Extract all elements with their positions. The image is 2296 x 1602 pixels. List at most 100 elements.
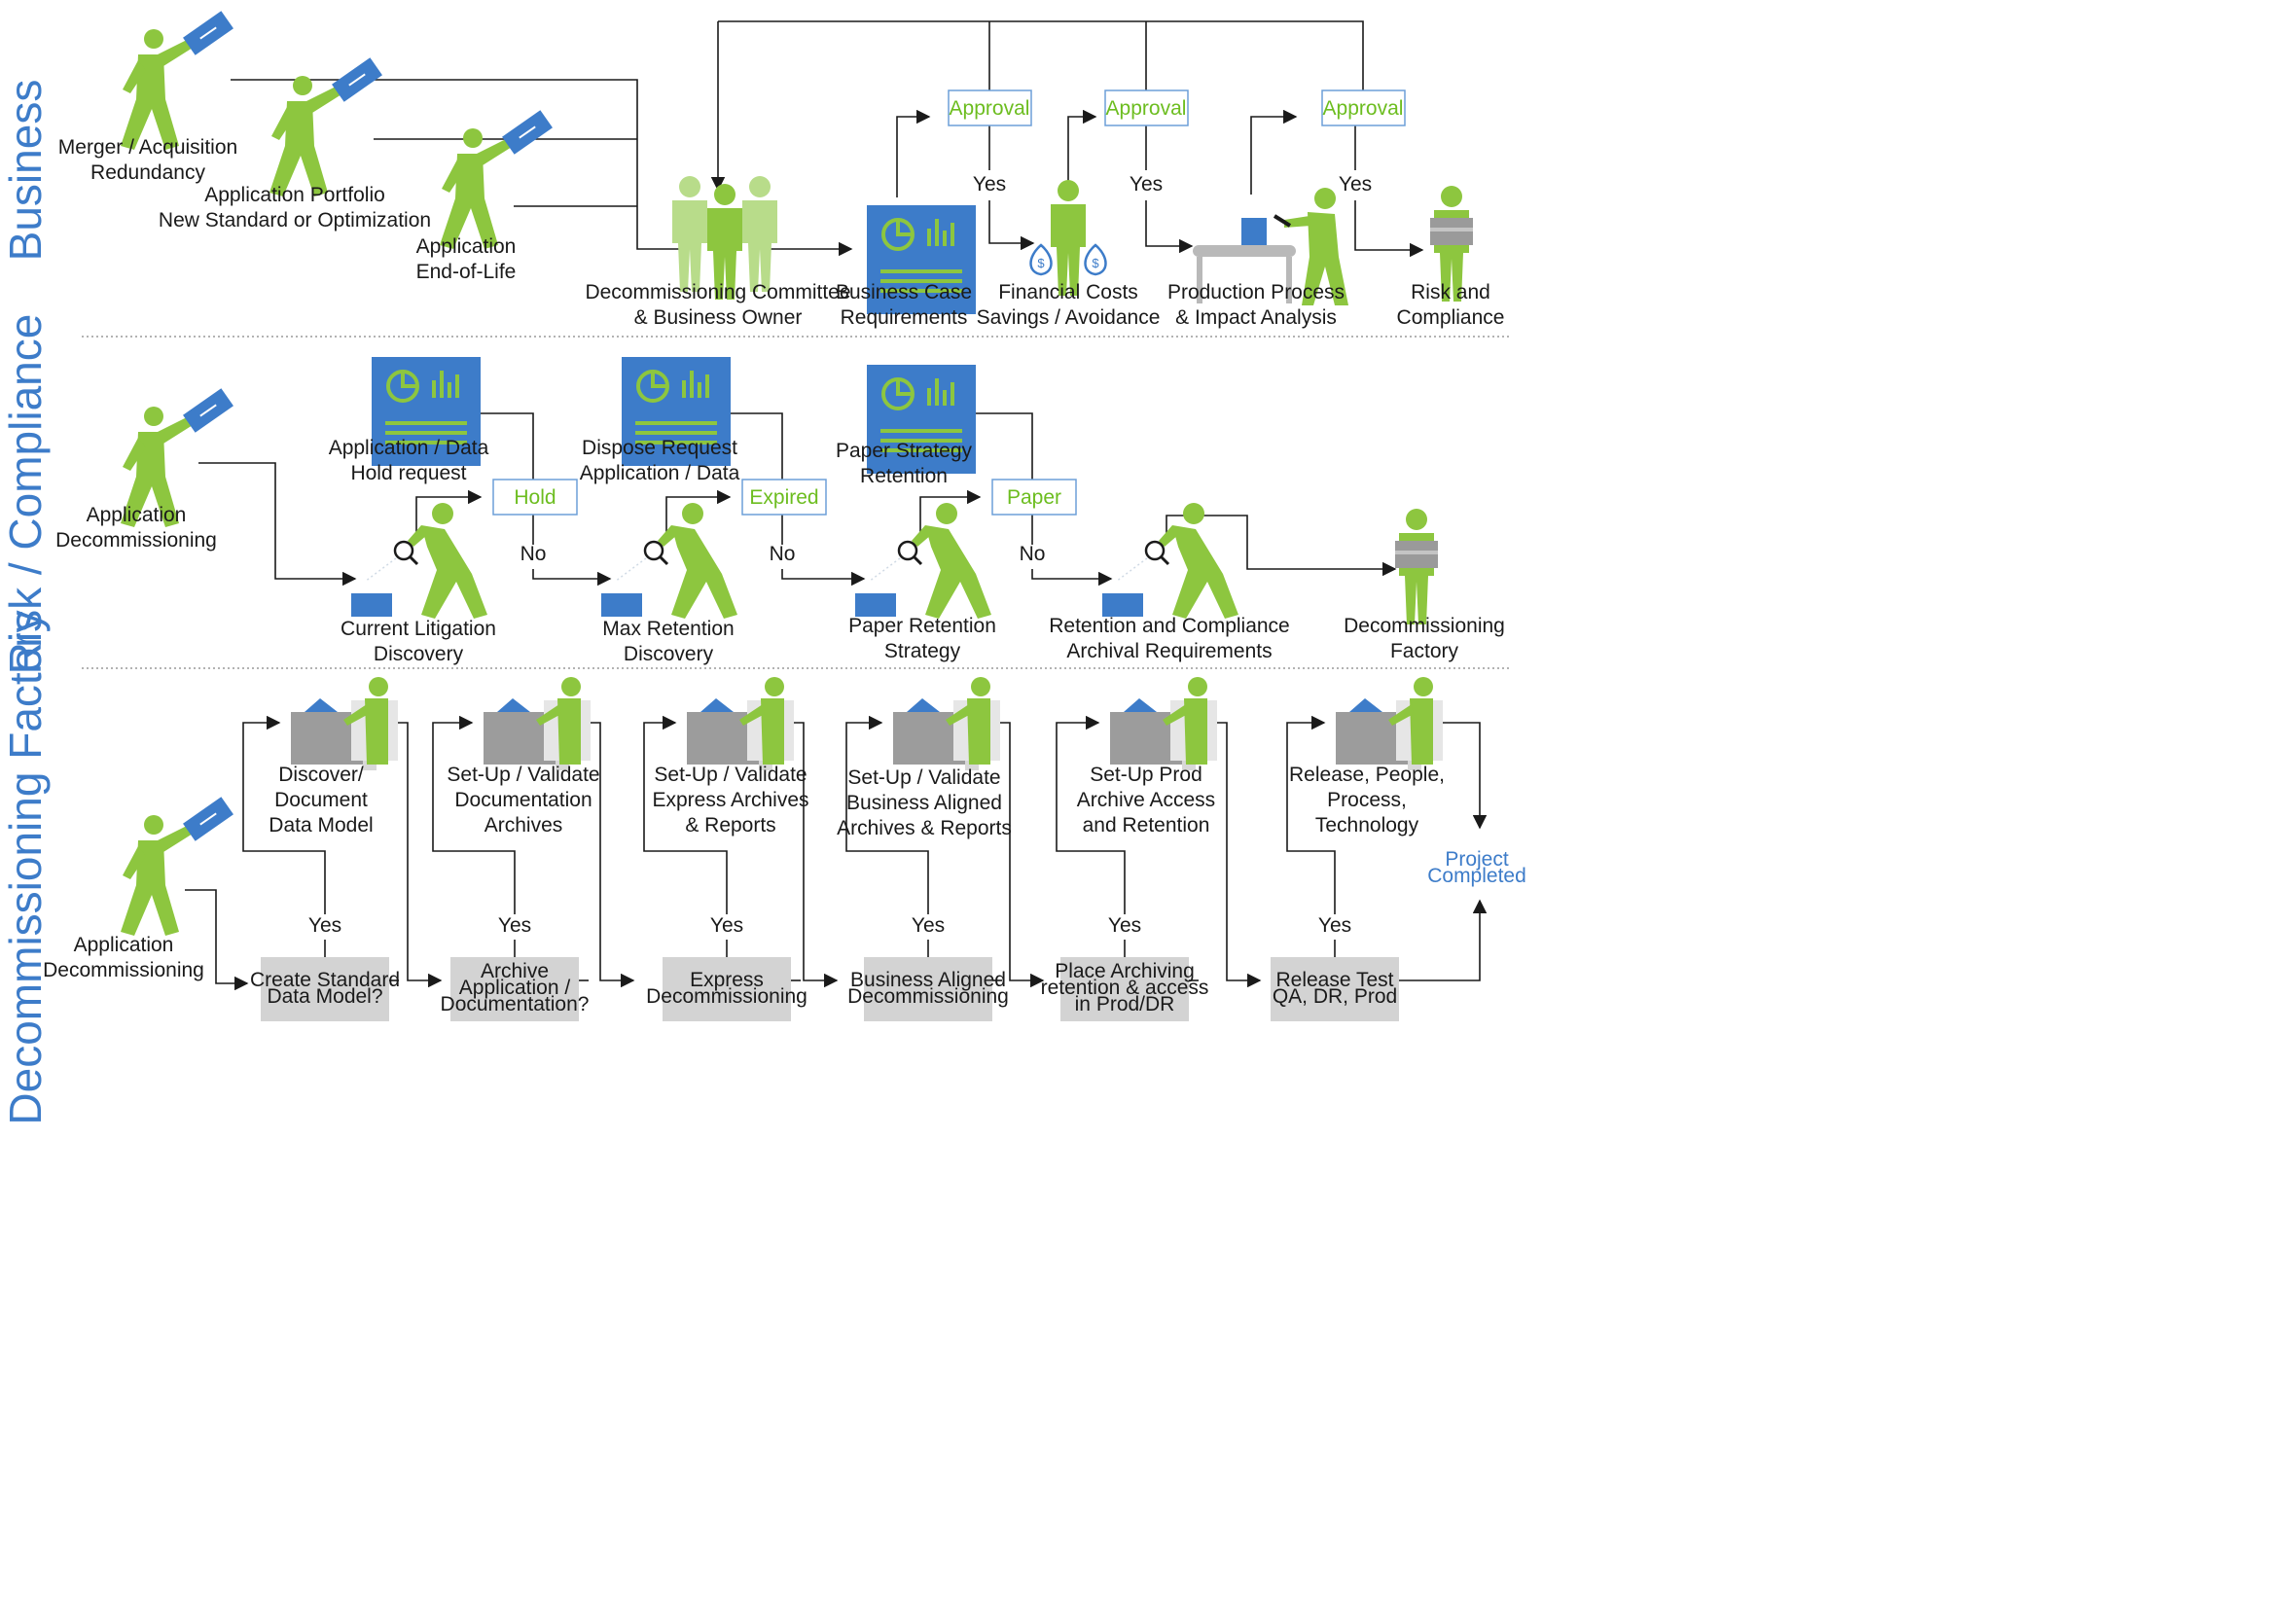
decision-box-0: [492, 479, 578, 516]
decision-label-1: Expired: [749, 486, 818, 509]
decision-box-1: [741, 479, 827, 516]
diagram-shapes: $$: [121, 11, 1473, 1021]
question-box-5: [1271, 957, 1399, 1021]
discovery-label-2-line: Paper Retention: [848, 615, 996, 637]
financial-label-line: Financial Costs: [998, 281, 1138, 303]
risk-doc-label-2-line: Paper Strategy: [836, 440, 973, 462]
wrench-icon: [1273, 214, 1292, 228]
to-decision-2: [919, 489, 982, 538]
yes-to-production: [1145, 200, 1194, 254]
test-to-completed: [1399, 899, 1488, 981]
task-label-1-line: Archives: [484, 814, 563, 837]
yes-label: Yes: [1108, 914, 1141, 937]
fin-to-approval: [1067, 109, 1097, 197]
lane-label-1: Risk / Compliance: [0, 314, 51, 675]
financial-label-line: Savings / Avoidance: [977, 306, 1161, 329]
id-card-icon: [502, 110, 553, 155]
task-label-5-line: Technology: [1315, 814, 1419, 837]
risk-trigger-label-line: Decommissioning: [55, 529, 217, 552]
yes-to-risk: [1354, 200, 1424, 258]
task-label-0-line: Discover/: [278, 764, 364, 786]
risk-doc-icon-2: [867, 365, 976, 474]
magnifier-icon: [643, 540, 664, 561]
yes-label: Yes: [710, 914, 743, 937]
factory-trigger-person-icon: [121, 797, 233, 936]
factory-trigger-label-line: Application: [74, 934, 174, 956]
prod-to-approval: [1250, 109, 1298, 195]
risk-doc-label-2-line: Retention: [860, 465, 948, 487]
task-label-2-line: Set-Up / Validate: [654, 764, 807, 786]
discovery-icon-1: [601, 503, 737, 619]
id-card-icon: [332, 57, 382, 102]
financial-person-icon: $$: [1029, 180, 1107, 296]
magnifier-icon: [393, 540, 414, 561]
committee-label: Decommissioning Committee& Business Owne…: [585, 281, 850, 329]
no-to-next-2: [1031, 569, 1113, 587]
project-completed-label-line: Completed: [1427, 865, 1526, 887]
bc-to-approval: [896, 109, 931, 197]
task-label-1-line: Documentation: [454, 789, 592, 811]
trigger-line-merger: [231, 79, 681, 250]
question-label-3-line: Business Aligned: [850, 969, 1006, 991]
to-decision-0: [415, 489, 483, 538]
discovery-label-0-line: Current Litigation: [341, 618, 496, 640]
risk-doc-label-0-line: Hold request: [350, 462, 466, 484]
merger-label-line: Redundancy: [90, 161, 205, 184]
production-label-line: Production Process: [1167, 281, 1345, 303]
question-label-1-line: Archive: [481, 960, 549, 982]
discovery-label-1-line: Max Retention: [602, 618, 734, 640]
worker-icon-0: [291, 677, 398, 770]
lane-label-2: Decommissioning Factory: [0, 610, 51, 1124]
magnifier-icon: [1144, 540, 1166, 561]
to-factory: [1166, 515, 1397, 577]
question-label-1-line: Documentation?: [441, 993, 590, 1015]
lane-label-0: Business: [0, 80, 51, 262]
to-decision-1: [665, 489, 732, 538]
risk-doc-icon-1: [622, 357, 731, 466]
yes-loop-0: [242, 715, 326, 914]
risk-doc-icon-0: [372, 357, 481, 466]
question-label-5-line: QA, DR, Prod: [1273, 985, 1397, 1008]
connector-lines: [82, 20, 1512, 991]
merger-label-line: Merger / Acquisition: [58, 136, 237, 159]
release-to-completed: [1428, 722, 1488, 830]
risk-trigger-label-line: Application: [87, 504, 187, 526]
yes-loop-4: [1056, 715, 1126, 914]
task-label-0-line: Document: [274, 789, 368, 811]
risk-trigger-line: [198, 462, 357, 587]
question-label-0-line: Data Model?: [267, 985, 382, 1008]
task-label-5-line: Release, People,: [1289, 764, 1445, 786]
question-label-3-line: Decommissioning: [847, 985, 1009, 1008]
id-card-icon: [183, 388, 233, 433]
question-label-0-line: Create Standard: [250, 969, 400, 991]
no-label: No: [770, 543, 796, 565]
discovery-icon-2: [855, 503, 991, 619]
question-box-4: [1060, 957, 1189, 1021]
question-label-2-line: Express: [690, 969, 764, 991]
task-label-4-line: and Retention: [1083, 814, 1210, 837]
no-label: No: [1020, 543, 1046, 565]
yes-label: Yes: [1339, 173, 1372, 196]
merger-person-icon: [121, 11, 233, 150]
task-label-4-line: Set-Up Prod: [1090, 764, 1202, 786]
yes-label: Yes: [973, 173, 1006, 196]
question-box-3: [864, 957, 992, 1021]
task-label-2-line: & Reports: [685, 814, 775, 837]
risk-doc-label-1-line: Application / Data: [580, 462, 740, 484]
discovery-icon-3: [1102, 503, 1238, 619]
worker-icon-5: [1336, 677, 1443, 770]
